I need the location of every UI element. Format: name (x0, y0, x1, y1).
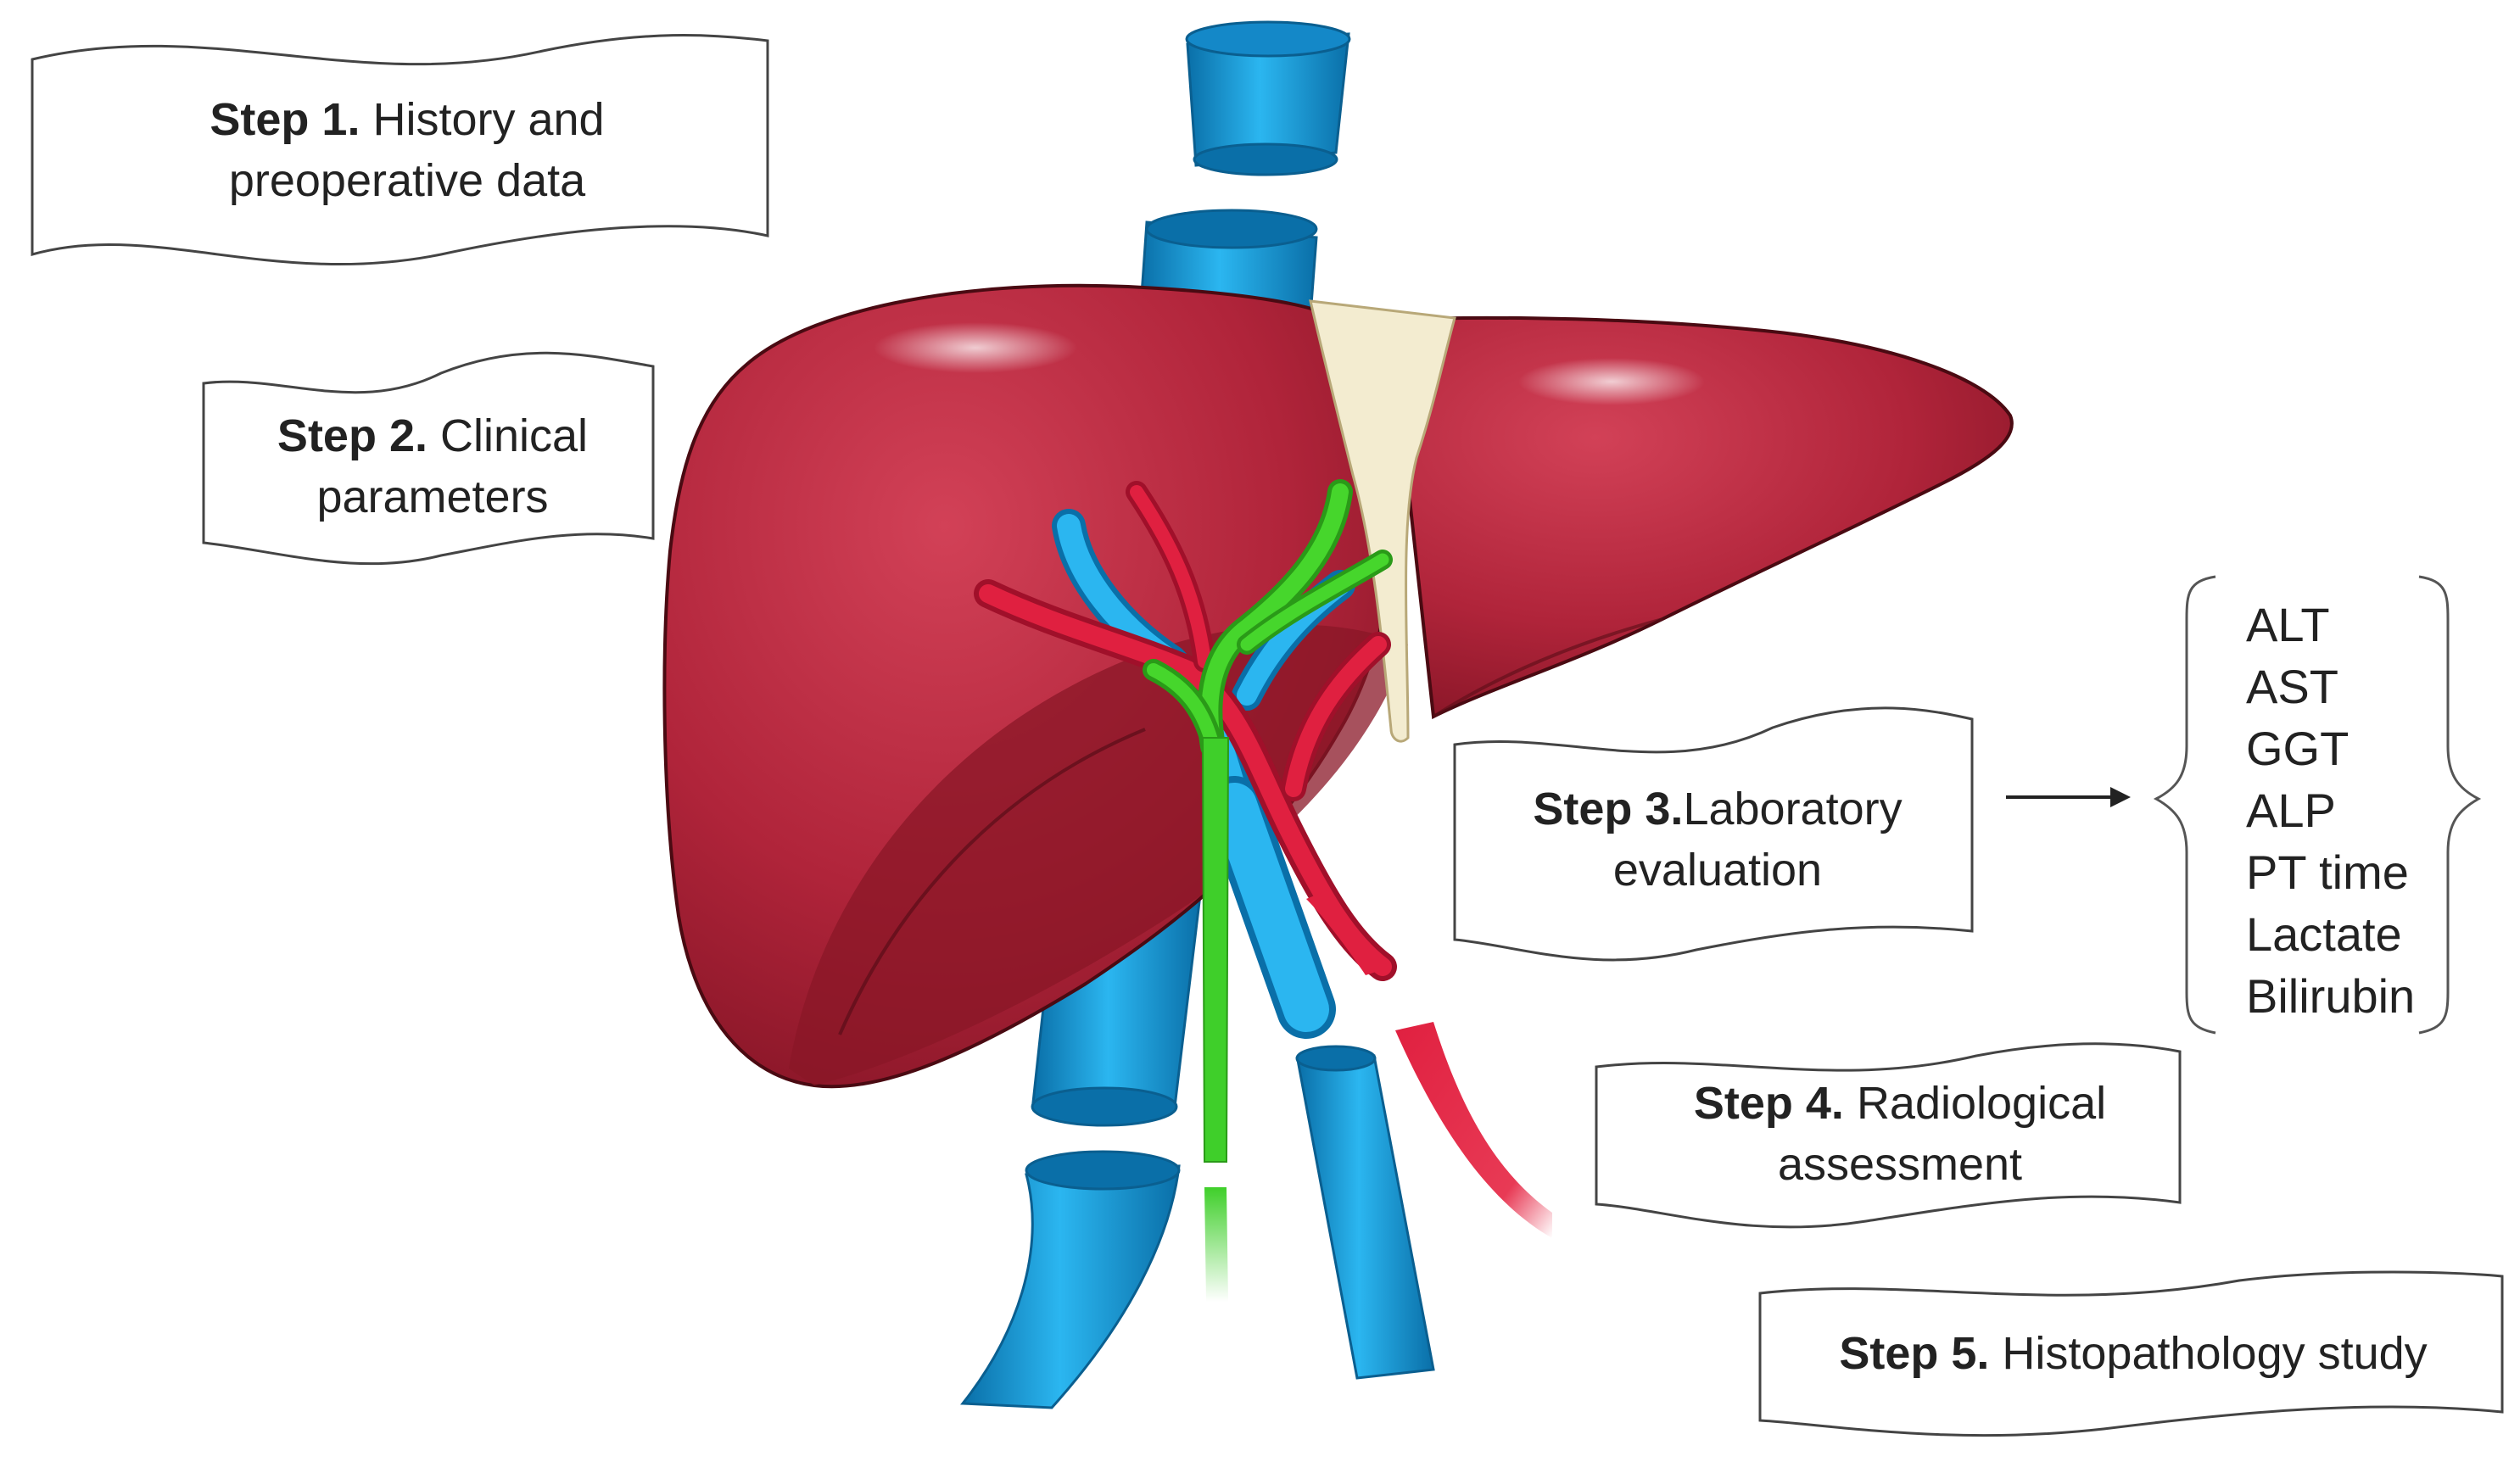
common-bile-duct (1201, 737, 1230, 1163)
step-5-description: Histopathology study (2002, 1328, 2428, 1379)
step-4-description: Radiological assessment (1777, 1078, 2107, 1190)
splenic-vein-segment (1295, 1045, 1435, 1380)
step-1-label: Step 1. (210, 94, 360, 145)
step-3-label: Step 3. (1533, 784, 1684, 834)
lab-test-list: ALT AST GGT ALP PT time Lactate Bilirubi… (2246, 594, 2467, 1027)
lab-test-item: ALT (2246, 598, 2330, 651)
step-2-label: Step 2. (277, 410, 427, 461)
left-brace (2153, 575, 2216, 1035)
step-1-banner (31, 34, 769, 266)
lab-test-item: AST (2246, 660, 2338, 713)
lab-test-item: Lactate (2246, 907, 2402, 961)
step-2-description: Clinical parameters (316, 410, 589, 522)
step-2-text: Step 2. Clinical parameters (221, 405, 645, 527)
common-bile-duct-lower (1204, 1187, 1228, 1302)
lab-test-item: Bilirubin (2246, 969, 2416, 1023)
step-4-label: Step 4. (1693, 1078, 1844, 1129)
step-3-description: Laboratory evaluation (1612, 784, 1903, 896)
step-3-banner (1453, 706, 1974, 962)
lab-test-item: ALP (2246, 784, 2336, 837)
step-1-description: History and preoperative data (228, 94, 605, 206)
liver-right-lobe (662, 283, 1404, 1089)
step-3-text: Step 3.Laboratory evaluation (1480, 778, 1955, 901)
step-4-text: Step 4. Radiological assessment (1637, 1073, 2163, 1195)
step-1-text: Step 1. History and preoperative data (102, 89, 712, 211)
step-5-text: Step 5. Histopathology study (1781, 1323, 2485, 1384)
right-brace (2418, 575, 2482, 1035)
lab-test-item: GGT (2246, 722, 2350, 775)
falciform-ligament (1309, 299, 1456, 743)
step-4-banner (1595, 1042, 2182, 1229)
liver-left-lobe (1337, 315, 2014, 720)
liver-highlight (1518, 358, 1705, 405)
lab-test-item: PT time (2246, 845, 2409, 899)
step-5-label: Step 5. (1839, 1328, 1990, 1379)
liver-highlight (874, 322, 1077, 373)
portal-vein-bottom (960, 1150, 1181, 1409)
hepatic-artery-mid (1306, 890, 1391, 975)
ivc-top-segment (1185, 20, 1351, 176)
step-2-banner (202, 351, 655, 566)
step-5-banner (1758, 1270, 2504, 1437)
hepatic-artery-lower (1395, 1022, 1552, 1238)
arrow-head (2110, 787, 2131, 807)
